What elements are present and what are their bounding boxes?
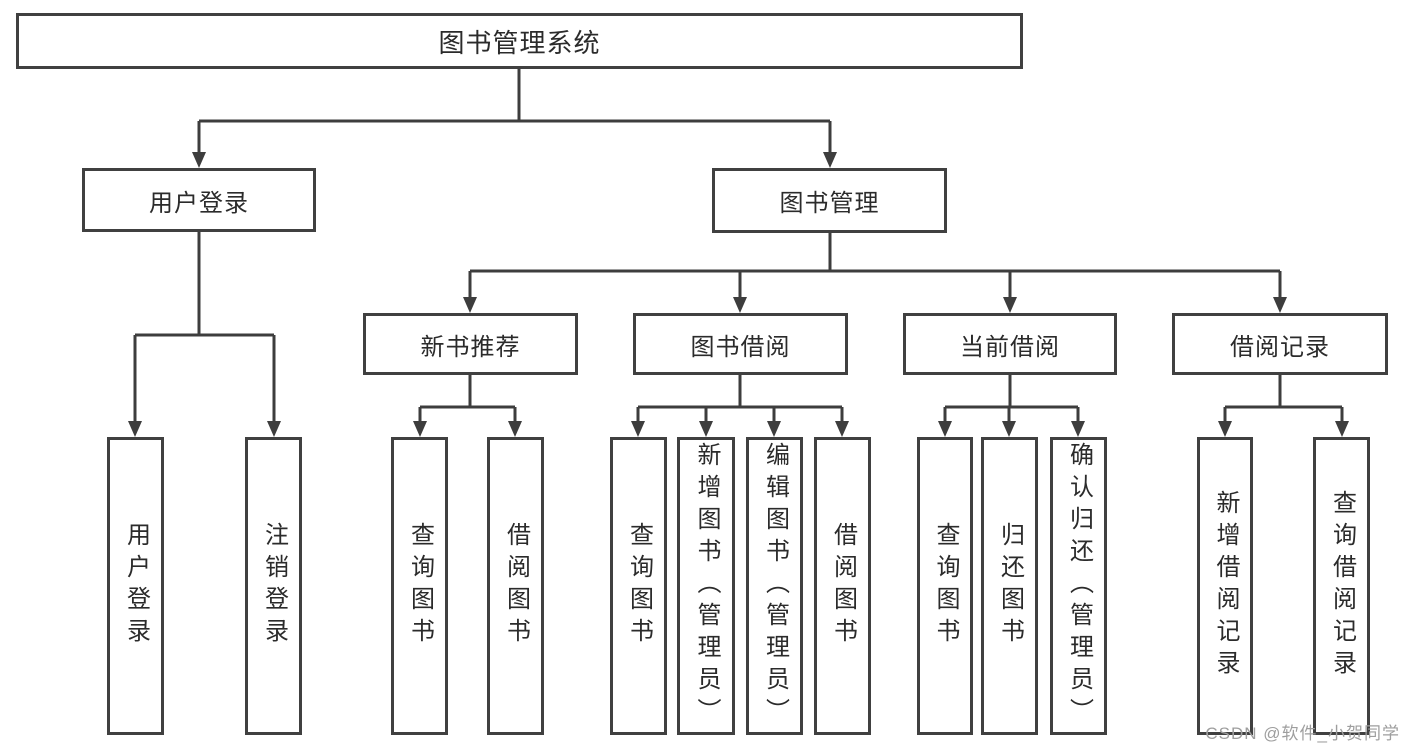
node-label: 图书管理 [779,190,880,217]
node-borrow-records: 借阅记录 [1172,313,1388,375]
node-label: 新增图书（管理员） [693,442,720,730]
arrowhead-icons [128,152,1349,437]
node-label: 用户登录 [149,189,249,217]
leaf-user-login: 用户登录 [107,437,164,735]
node-label: 归还图书 [996,522,1024,650]
node-user-login: 用户登录 [82,168,316,232]
leaf-return-books: 归还图书 [981,437,1038,735]
node-label: 确认归还（管理员） [1065,442,1093,730]
node-label: 图书借阅 [690,333,791,361]
node-label: 注销登录 [260,522,288,650]
node-library-system: 图书管理系统 [16,13,1023,69]
leaf-add-borrow-record: 新增借阅记录 [1197,437,1253,735]
node-book-borrow: 图书借阅 [633,313,848,375]
leaf-logout: 注销登录 [245,437,302,735]
node-label: 借阅图书 [829,522,857,650]
node-label: 查询图书 [932,522,959,650]
node-label: 查询图书 [406,522,434,650]
node-book-management: 图书管理 [712,168,947,233]
node-new-book-recommend: 新书推荐 [363,313,578,375]
node-label: 用户登录 [122,522,150,650]
node-label: 图书管理系统 [438,27,601,58]
node-label: 查询借阅记录 [1328,490,1356,682]
leaf-query-borrow-record: 查询借阅记录 [1313,437,1370,735]
node-label: 当前借阅 [960,333,1060,361]
node-label: 编辑图书（管理员） [761,442,789,730]
node-label: 查询图书 [625,522,653,650]
leaf-query-books-2: 查询图书 [610,437,667,735]
leaf-edit-books-admin: 编辑图书（管理员） [746,437,803,735]
leaf-borrow-books: 借阅图书 [487,437,544,735]
leaf-query-books-3: 查询图书 [917,437,973,735]
node-label: 新增借阅记录 [1212,490,1239,682]
leaf-confirm-return-admin: 确认归还（管理员） [1050,437,1107,735]
csdn-watermark: CSDN @软件_小贺同学 [1205,724,1400,743]
leaf-query-books: 查询图书 [391,437,448,735]
leaf-borrow-books-2: 借阅图书 [814,437,871,735]
node-label: 新书推荐 [420,333,521,361]
node-current-borrow: 当前借阅 [903,313,1117,375]
node-label: 借阅记录 [1230,333,1330,361]
node-label: 借阅图书 [502,522,530,650]
leaf-add-books-admin: 新增图书（管理员） [677,437,735,735]
